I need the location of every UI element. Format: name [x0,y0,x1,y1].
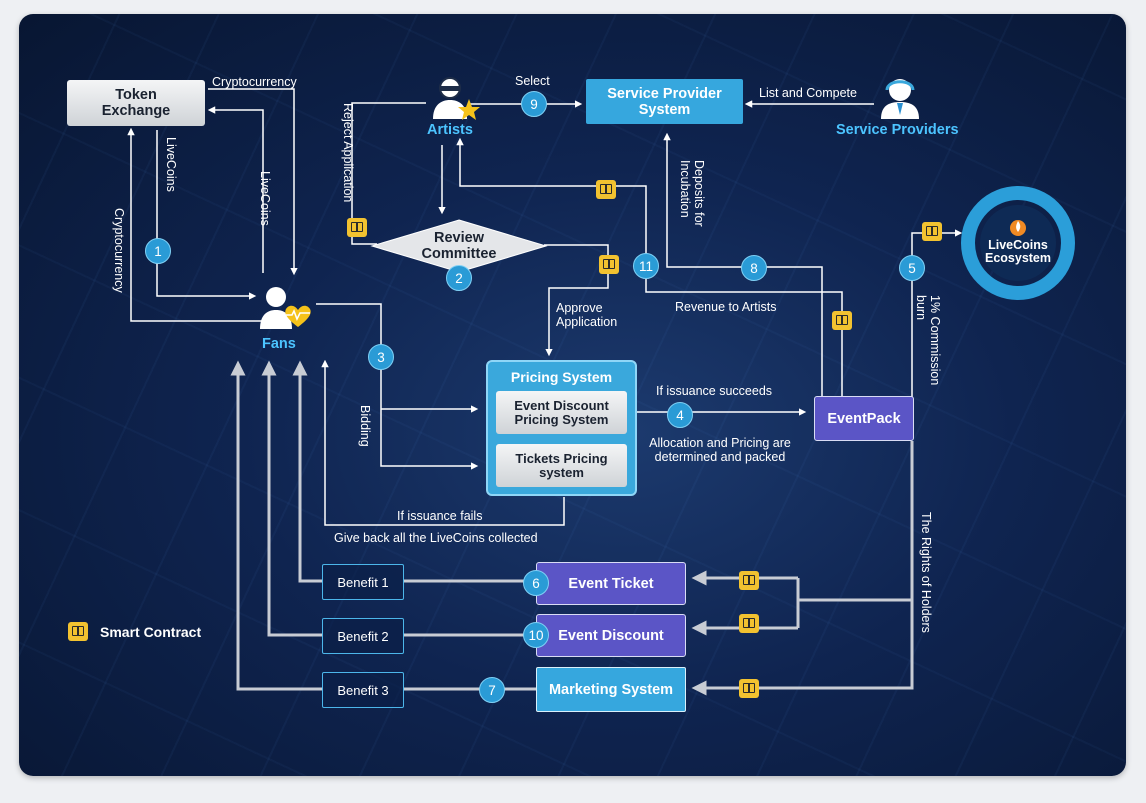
marketing-system-box: Marketing System [536,667,686,712]
label-reject-application: Reject Application [341,103,355,203]
smart-contract-icon [68,622,88,641]
smart-contract-icon [832,311,852,330]
label-list-and-compete: List and Compete [759,86,857,100]
label-allocation-pricing: Allocation and Pricing are determined an… [649,436,791,464]
event-ticket-label: Event Ticket [568,575,654,592]
label-if-issuance-succeeds: If issuance succeeds [656,384,773,398]
label-rights-of-holders: The Rights of Holders [919,512,933,633]
step-11-badge: 11 [633,253,659,279]
review-committee-text: Review Committee [421,230,497,262]
artist-icon [433,77,480,120]
tickets-pricing-label: Tickets Pricing system [515,450,608,480]
label-commission-burn: 1% Commission burn [914,295,942,386]
smart-contract-icon [596,180,616,199]
label-deposits-for-incubation: Deposits for Incubation [678,160,706,227]
token-exchange-label: Token Exchange [101,87,171,119]
livecoins-ecosystem: LiveCoins Ecosystem [978,211,1058,271]
step-2-badge: 2 [446,265,472,291]
pricing-system-title: Pricing System [510,369,613,385]
step-1-badge: 1 [145,238,171,264]
service-provider-system-label: Service Provider System [607,85,722,118]
step-7-badge: 7 [479,677,505,703]
smart-contract-icon [739,679,759,698]
benefit-2-box: Benefit 2 [322,618,404,654]
event-discount-label: Event Discount [558,627,664,644]
label-cryptocurrency-left: Cryptocurrency [112,208,126,293]
eventpack-box: EventPack [814,396,914,441]
step-5-badge: 5 [899,255,925,281]
pricing-system-box: Pricing System Event Discount Pricing Sy… [486,360,637,496]
label-give-back: Give back all the LiveCoins collected [334,531,538,545]
fans-label: Fans [262,336,296,352]
label-livecoins-right: LiveCoins [258,171,272,226]
service-providers-label: Service Providers [836,122,959,138]
flame-logo-icon [1010,220,1026,236]
smart-contract-icon [739,571,759,590]
label-revenue-to-artists: Revenue to Artists [675,300,777,314]
artists-label: Artists [427,122,473,138]
label-approve-application: Approve Application [556,301,618,329]
benefit-1-box: Benefit 1 [322,564,404,600]
marketing-system-label: Marketing System [548,681,674,698]
legend-smart-contract-label: Smart Contract [100,624,202,640]
tickets-pricing-box: Tickets Pricing system [496,444,627,487]
smart-contract-icon [599,255,619,274]
step-9-badge: 9 [521,91,547,117]
label-if-issuance-fails: If issuance fails [397,509,483,523]
event-discount-pricing-box: Event Discount Pricing System [496,391,627,434]
label-livecoins-left: LiveCoins [164,137,178,192]
step-10-badge: 10 [523,622,549,648]
event-discount-pricing-label: Event Discount Pricing System [514,397,609,427]
token-exchange-box: Token Exchange [67,80,205,126]
step-3-badge: 3 [368,344,394,370]
ecosystem-ring [961,186,1075,300]
livecoins-ecosystem-label: LiveCoins Ecosystem [984,238,1051,265]
fan-heart-icon [260,287,311,329]
service-provider-icon [881,79,919,119]
review-committee-label: Review Committee [400,229,518,263]
step-4-badge: 4 [667,402,693,428]
service-provider-system-box: Service Provider System [586,79,743,124]
event-discount-box: Event Discount [536,614,686,657]
step-8-badge: 8 [741,255,767,281]
label-select: Select [515,74,550,88]
smart-contract-icon [739,614,759,633]
smart-contract-icon [922,222,942,241]
event-ticket-box: Event Ticket [536,562,686,605]
label-cryptocurrency-top: Cryptocurrency [212,75,297,89]
smart-contract-icon [347,218,367,237]
label-bidding: Bidding [358,405,372,447]
benefit-3-box: Benefit 3 [322,672,404,708]
step-6-badge: 6 [523,570,549,596]
eventpack-label: EventPack [827,410,901,427]
